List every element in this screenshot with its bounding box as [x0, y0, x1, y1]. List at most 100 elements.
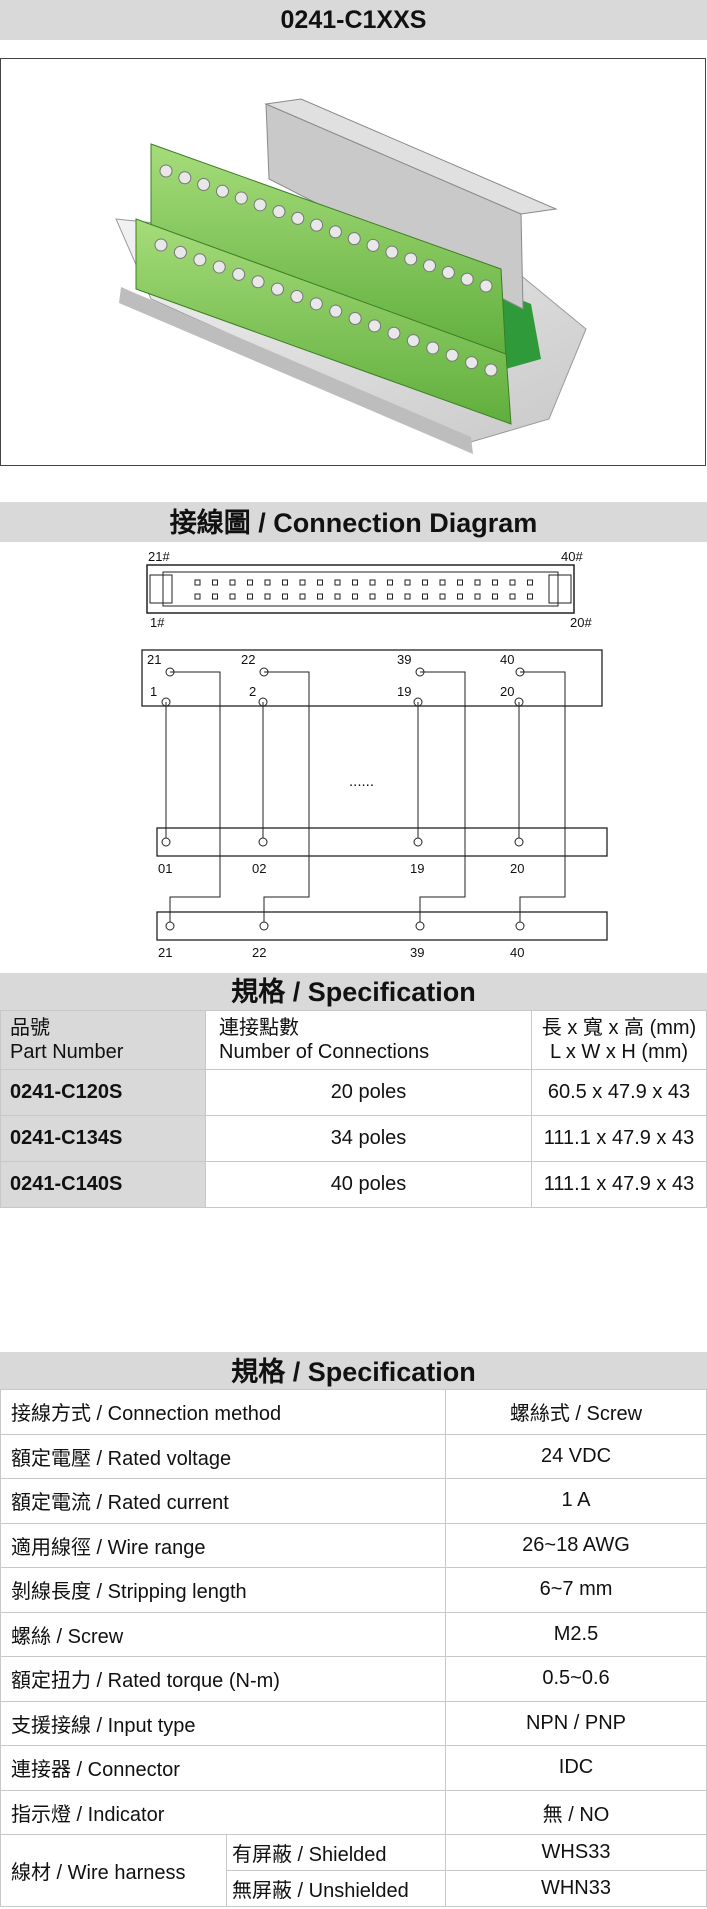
header-label-bottom: 19	[397, 684, 411, 699]
screw-icon	[404, 252, 418, 266]
idc-pin	[352, 579, 358, 586]
terminal-strip-2	[156, 911, 608, 941]
product-photo	[0, 58, 706, 466]
spec-label: 指示燈 / Indicator	[0, 1789, 446, 1835]
idc-pin	[439, 579, 446, 586]
header-dim-en: L x W x H (mm)	[549, 1041, 689, 1063]
idc-pin	[194, 579, 201, 586]
idc-latch-left	[149, 574, 173, 604]
strip-terminal	[161, 837, 171, 847]
screw-icon	[232, 267, 246, 281]
connections-cell: 40 poles	[205, 1161, 532, 1208]
spec-row: 無屏蔽 / Unshielded WHN33	[1, 1870, 707, 1907]
screw-icon	[484, 363, 498, 377]
screw-icon	[193, 253, 207, 267]
diagram-heading-band: 接線圖 / Connection Diagram	[0, 502, 707, 542]
spec-value: 螺絲式 / Screw	[445, 1389, 707, 1435]
connector-label-top-left: 21#	[148, 549, 170, 564]
spec-label: 螺絲 / Screw	[0, 1611, 446, 1657]
screw-icon	[387, 326, 401, 340]
spec-value: 1 A	[445, 1478, 707, 1524]
table-header-row: 品號 Part Number 連接點數 Number of Connection…	[0, 1010, 707, 1070]
idc-pin	[492, 579, 498, 586]
strip1-label: 19	[410, 861, 424, 876]
strip-terminal	[415, 921, 425, 931]
header-part-number: 品號 Part Number	[0, 1010, 206, 1070]
screw-icon	[366, 238, 380, 252]
screw-icon	[270, 282, 284, 296]
idc-pin	[282, 593, 288, 600]
idc-pin	[527, 579, 533, 586]
connector-label-bottom-right: 20#	[570, 615, 592, 630]
wire	[419, 671, 466, 927]
part-number-table: 品號 Part Number 連接點數 Number of Connection…	[0, 1010, 707, 1208]
header-connections: 連接點數 Number of Connections	[205, 1010, 532, 1070]
screw-icon	[479, 279, 493, 293]
idc-pin	[247, 579, 253, 586]
terminal-screws	[154, 164, 498, 377]
idc-pin	[194, 593, 201, 600]
idc-pin	[422, 593, 428, 600]
wire	[169, 671, 221, 927]
screw-icon	[154, 238, 168, 252]
header-conn-zh: 連接點數	[219, 1017, 299, 1039]
spec-label: 額定電流 / Rated current	[0, 1478, 446, 1524]
spec-row: 線材 / Wire harness 有屏蔽 / Shielded WHS33	[0, 1834, 707, 1907]
screw-icon	[348, 312, 362, 326]
idc-pin	[334, 593, 341, 600]
screw-icon	[309, 297, 323, 311]
shielded-value: WHS33	[445, 1834, 707, 1871]
table-row: 0241-C140S 40 poles 111.1 x 47.9 x 43	[0, 1161, 707, 1208]
screw-icon	[385, 245, 399, 259]
idc-pin	[229, 579, 236, 586]
screw-icon	[159, 164, 173, 178]
ellipsis: ......	[349, 773, 374, 790]
screw-icon	[178, 171, 192, 185]
idc-pins	[194, 579, 533, 600]
spec2-heading-band: 規格 / Specification	[0, 1352, 707, 1389]
dimensions-cell: 111.1 x 47.9 x 43	[531, 1115, 707, 1162]
spec-value: 26~18 AWG	[445, 1522, 707, 1568]
strip-terminal	[258, 837, 268, 847]
spec-label: 額定扭力 / Rated torque (N-m)	[0, 1656, 446, 1702]
idc-pin	[527, 593, 533, 600]
header-dimensions: 長 x 寬 x 高 (mm) L x W x H (mm)	[531, 1010, 707, 1070]
screw-icon	[368, 319, 382, 333]
wire	[263, 671, 310, 927]
idc-pin	[387, 579, 393, 586]
spec-value: 0.5~0.6	[445, 1656, 707, 1702]
screw-icon	[197, 178, 211, 192]
spec-value: NPN / PNP	[445, 1700, 707, 1746]
spec2-heading: 規格 / Specification	[231, 1357, 476, 1387]
product-title: 0241-C1XXS	[280, 6, 427, 34]
idc-pin	[457, 579, 463, 586]
part-cell: 0241-C134S	[0, 1115, 206, 1162]
idc-pin	[509, 593, 516, 600]
screw-icon	[290, 289, 304, 303]
idc-pin	[474, 593, 481, 600]
screw-icon	[272, 205, 286, 219]
spec-value: 6~7 mm	[445, 1567, 707, 1613]
screw-icon	[253, 198, 267, 212]
spec-value: 無 / NO	[445, 1789, 707, 1835]
strip-terminal	[165, 921, 175, 931]
header-part-en: Part Number	[10, 1041, 124, 1063]
screw-icon	[328, 225, 342, 239]
strip-terminal	[259, 921, 269, 931]
idc-pin	[492, 593, 498, 600]
connector-label-bottom-left: 1#	[150, 615, 165, 630]
header-conn-en: Number of Connections	[219, 1041, 430, 1063]
idc-pin	[212, 579, 218, 586]
header-label-bottom: 1	[150, 684, 157, 699]
diagram-heading: 接線圖 / Connection Diagram	[169, 508, 538, 538]
idc-pin	[387, 593, 393, 600]
screw-icon	[445, 348, 459, 362]
idc-pin	[352, 593, 358, 600]
header-label-top: 39	[397, 652, 411, 667]
strip1-label: 20	[510, 861, 524, 876]
idc-pin	[229, 593, 236, 600]
